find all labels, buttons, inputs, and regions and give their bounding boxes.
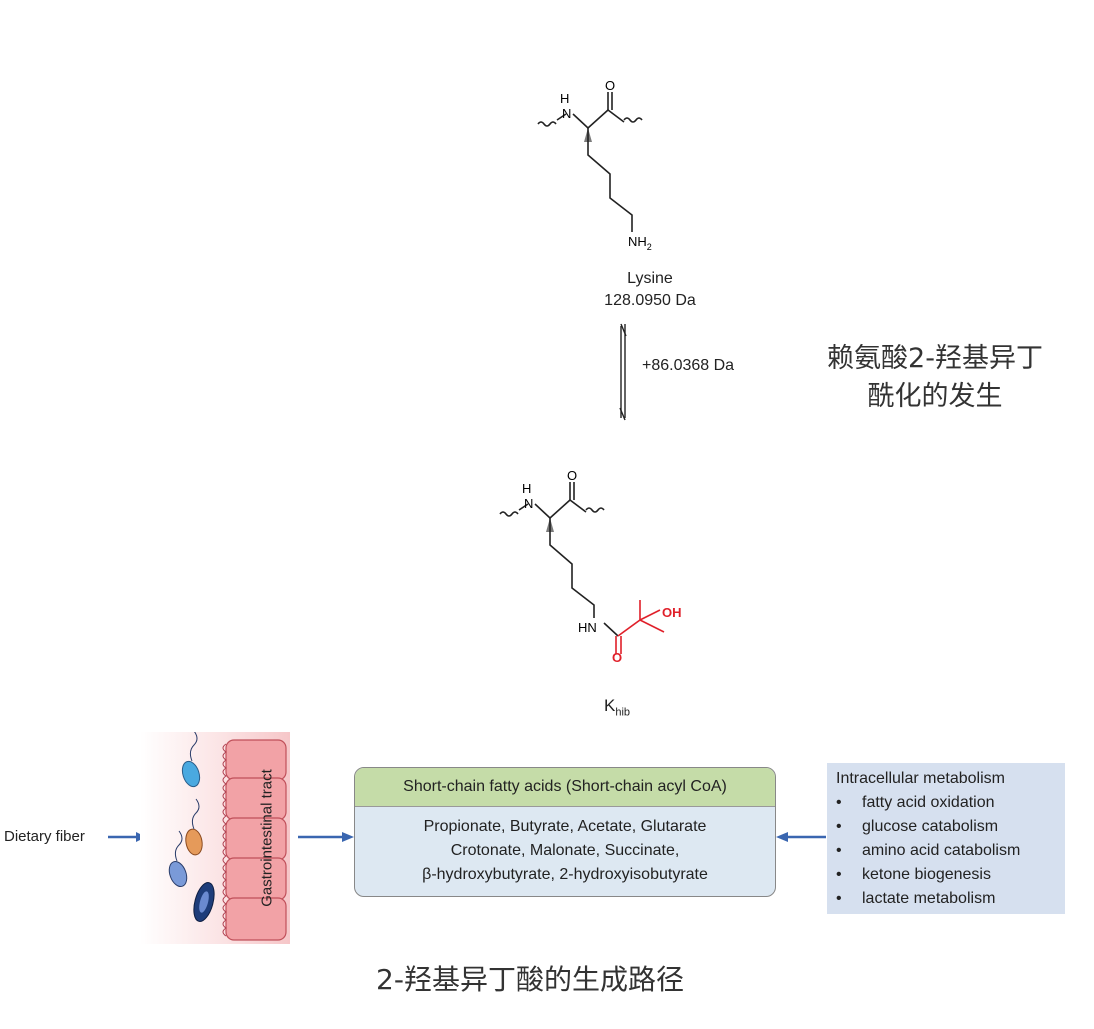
atom-n: N	[562, 106, 571, 121]
lysine-side-chain	[587, 128, 633, 232]
intracellular-title: Intracellular metabolism	[836, 770, 1005, 787]
khib-structure: H N O HN O OH	[499, 468, 682, 665]
atom-oh: OH	[662, 605, 682, 620]
bullet: •	[836, 794, 842, 811]
scfa-line: Crotonate, Malonate, Succinate,	[450, 842, 680, 859]
list-item: •lactate metabolism	[836, 887, 1065, 911]
arrow-metabolism-to-scfa	[776, 832, 826, 842]
atom-o: O	[567, 468, 577, 483]
equilibrium-arrow	[619, 323, 627, 421]
wavy-bond-left	[537, 121, 557, 127]
villi	[222, 743, 227, 937]
bond-calpha-c	[587, 109, 609, 129]
gut-label-wrap: Gastrointestinal tract	[254, 748, 280, 928]
bond-n-calpha	[572, 113, 589, 129]
scfa-list: Propionate, Butyrate, Acetate, Glutarate…	[355, 807, 775, 887]
bullet: •	[836, 842, 842, 859]
gut-illustration	[140, 732, 290, 944]
bullet: •	[836, 818, 842, 835]
wavy-bond-left	[499, 511, 519, 517]
scfa-box: Short-chain fatty acids (Short-chain acy…	[354, 767, 776, 897]
atom-h: H	[560, 91, 569, 106]
bullet: •	[836, 890, 842, 907]
reaction-title-line2: 酰化的发生	[867, 381, 1003, 412]
dietary-fiber-label: Dietary fiber	[4, 828, 85, 845]
khib-label: Khib	[604, 696, 631, 719]
lysine-caption: Lysine 128.0950 Da	[590, 268, 710, 312]
scfa-line: Propionate, Butyrate, Acetate, Glutarate	[423, 818, 707, 835]
bullet: •	[836, 866, 842, 883]
intracellular-box: Intracellular metabolism •fatty acid oxi…	[827, 763, 1065, 914]
atom-h: H	[522, 481, 531, 496]
intracellular-list: •fatty acid oxidation •glucose catabolis…	[827, 791, 1065, 911]
arrow-gut-to-scfa	[298, 832, 354, 842]
reaction-title-line1: 赖氨酸2-羟基异丁	[827, 343, 1043, 374]
lysine-mass: 128.0950 Da	[604, 292, 696, 309]
pathway-title: 2-羟基异丁酸的生成路径	[376, 963, 684, 996]
atom-o: O	[605, 78, 615, 93]
reaction-title: 赖氨酸2-羟基异丁 酰化的发生	[800, 340, 1070, 416]
atom-o-red: O	[612, 650, 622, 665]
bond-n-left	[556, 113, 567, 121]
mass-shift-label: +86.0368 Da	[642, 357, 735, 374]
scfa-line: β-hydroxybutyrate, 2-hydroxyisobutyrate	[422, 866, 708, 883]
gut-label: Gastrointestinal tract	[258, 769, 276, 907]
lysine-structure: H N O NH2	[537, 78, 652, 252]
bacteria	[168, 732, 215, 922]
wavy-bond-right	[585, 507, 605, 513]
lysine-name: Lysine	[627, 270, 673, 287]
atom-n: N	[524, 496, 533, 511]
wavy-bond-right	[623, 117, 643, 123]
gut-wall	[225, 739, 287, 941]
khib-side-chain	[549, 518, 595, 618]
list-item: •ketone biogenesis	[836, 863, 1065, 887]
list-item: •amino acid catabolism	[836, 839, 1065, 863]
atom-hn: HN	[578, 620, 597, 635]
atom-nh: NH2	[628, 234, 652, 252]
scfa-header: Short-chain fatty acids (Short-chain acy…	[355, 768, 775, 807]
hib-group	[615, 600, 665, 654]
list-item: •fatty acid oxidation	[836, 791, 1065, 815]
list-item: •glucose catabolism	[836, 815, 1065, 839]
